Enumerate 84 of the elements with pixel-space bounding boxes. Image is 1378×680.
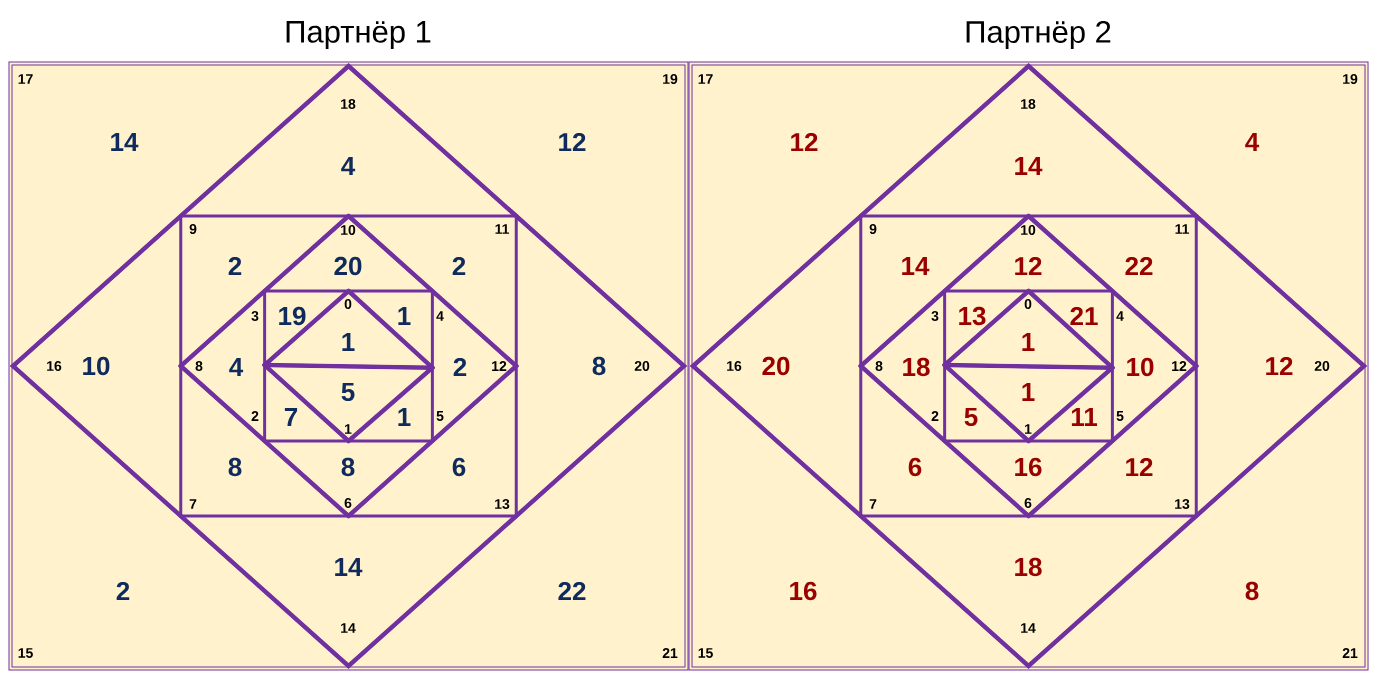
vertex-number: 7 <box>869 499 877 509</box>
node-label: 12 <box>1126 457 1153 477</box>
node-label: 2 <box>116 581 130 601</box>
vertex-number: 20 <box>1314 361 1330 371</box>
node-label: 8 <box>1245 581 1259 601</box>
node-label: 8 <box>228 457 242 477</box>
node-label: 1 <box>342 333 355 351</box>
vertex-number: 10 <box>1021 225 1036 235</box>
vertex-number: 17 <box>698 74 713 84</box>
triangle-region: 1 <box>355 293 430 362</box>
triangle-region: 7 <box>267 370 342 439</box>
vertex-number: 16 <box>727 361 742 371</box>
vertex-number: 11 <box>495 224 509 234</box>
triangle-region: 5 <box>947 370 1022 439</box>
vertex-number: 11 <box>1175 224 1190 234</box>
panel-title: Партнёр 1 <box>286 21 431 49</box>
node-label: 16 <box>790 581 817 601</box>
node-label: 6 <box>908 457 922 477</box>
triangle-region: 21 <box>1035 293 1110 362</box>
vertex-number: 16 <box>47 361 62 371</box>
node-label: 1 <box>1022 383 1035 401</box>
vertex-number: 14 <box>1021 623 1036 633</box>
vertex-number: 12 <box>492 361 507 371</box>
vertex-number: 1 <box>1025 424 1032 434</box>
triangle-region: 19 <box>267 293 342 360</box>
triangle-region: 11 <box>1035 373 1110 439</box>
node-label: 19 <box>279 306 306 326</box>
vertex-number: 18 <box>341 99 356 109</box>
vertex-number: 6 <box>1024 498 1032 508</box>
node-label: 5 <box>341 382 355 402</box>
node-label: 4 <box>1245 133 1260 151</box>
vertex-number: 13 <box>1175 499 1190 509</box>
vertex-number: 1 <box>345 424 352 434</box>
vertex-number: 5 <box>1116 411 1124 421</box>
vertex-number: 2 <box>931 411 939 421</box>
vertex-number: 0 <box>1024 299 1032 309</box>
triangle-region: 13 <box>947 293 1022 360</box>
vertex-number: 9 <box>189 224 197 234</box>
vertex-number: 15 <box>698 648 713 658</box>
triangle-region: 1 <box>355 373 430 439</box>
node-label: 7 <box>284 408 298 426</box>
node-label: 14 <box>902 257 930 275</box>
node-label: 22 <box>1125 256 1153 276</box>
vertex-number: 19 <box>663 74 678 84</box>
node-label: 1 <box>1022 333 1035 351</box>
vertex-number: 3 <box>931 311 939 321</box>
node-label: 4 <box>341 157 356 175</box>
vertex-number: 4 <box>436 311 444 321</box>
node-label: 2 <box>452 256 466 276</box>
node-label: 13 <box>959 306 986 326</box>
vertex-number: 10 <box>341 225 356 235</box>
node-label: 21 <box>1070 306 1098 326</box>
vertex-number: 15 <box>18 648 33 658</box>
node-label: 11 <box>1071 408 1098 426</box>
vertex-number: 8 <box>195 361 203 371</box>
vertex-number: 8 <box>875 361 883 371</box>
vertex-number: 21 <box>1342 648 1358 658</box>
node-label: 12 <box>559 132 586 152</box>
node-label: 12 <box>791 132 818 152</box>
vertex-number: 2 <box>251 411 259 421</box>
vertex-number: 7 <box>189 499 197 509</box>
panel-title: Партнёр 2 <box>966 20 1111 50</box>
vertex-number: 20 <box>634 361 650 371</box>
vertex-number: 21 <box>662 648 678 658</box>
vertex-number: 6 <box>344 498 352 508</box>
vertex-number: 0 <box>344 299 352 309</box>
node-label: 14 <box>111 133 139 151</box>
node-label: 5 <box>964 407 978 427</box>
node-label: 8 <box>341 457 355 477</box>
node-label: 1 <box>398 408 411 426</box>
node-label: 22 <box>558 581 586 601</box>
vertex-number: 18 <box>1021 99 1036 109</box>
vertex-number: 5 <box>436 411 444 421</box>
vertex-number: 17 <box>18 74 33 84</box>
vertex-number: 13 <box>495 499 510 509</box>
vertex-number: 4 <box>1116 311 1124 321</box>
vertex-number: 14 <box>341 623 356 633</box>
node-label: 1 <box>398 307 411 325</box>
vertex-number: 3 <box>251 311 259 321</box>
vertex-number: 19 <box>1343 74 1358 84</box>
node-label: 6 <box>452 457 466 477</box>
vertex-number: 12 <box>1172 361 1187 371</box>
vertex-number: 9 <box>869 224 877 234</box>
node-label: 2 <box>228 256 242 276</box>
